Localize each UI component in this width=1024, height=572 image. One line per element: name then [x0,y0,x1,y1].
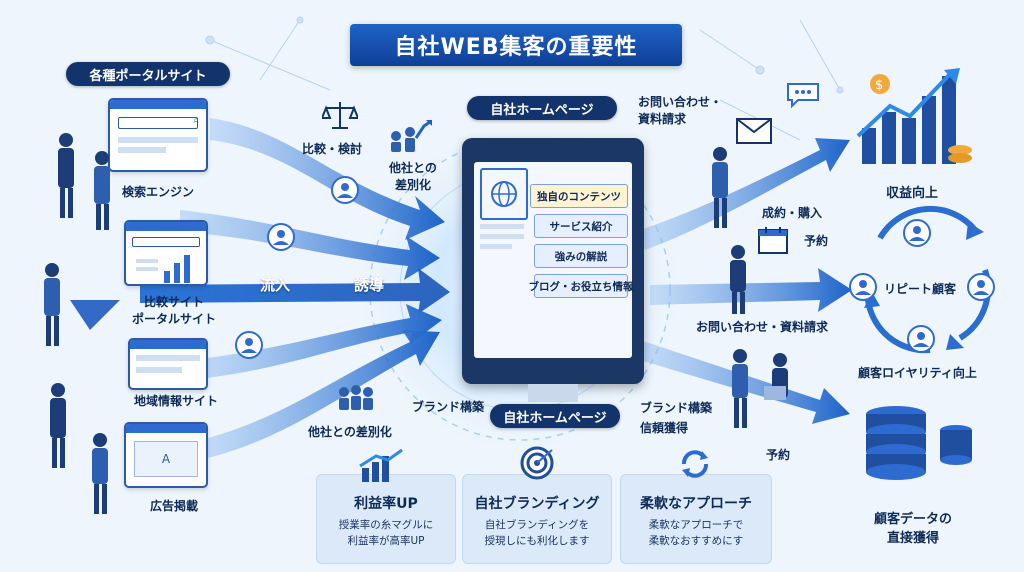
brand-build-right-line1: ブランド構築 [640,401,713,415]
source-label-comparison-line2: ポータルサイト [131,312,216,326]
refresh-icon [682,450,708,478]
source-label-comparison-line1: 比較サイト [143,295,204,309]
brand-build-right: ブランド構築 信頼獲得 [640,398,712,438]
screen-item-service[interactable]: サービス紹介 [534,214,628,238]
differentiation-top-line1: 他社との [389,161,437,175]
differentiation-bottom: 他社との差別化 [308,425,392,439]
contract-label: 成約・購入 [762,206,823,220]
brand-build-left: ブランド構築 [412,400,485,414]
chat-bubble-icon [787,83,819,108]
panel-profit-line1: 授業率の⽷マグルに [338,519,434,531]
outcome-repeat: リピート顧客 [884,282,957,296]
inquiry-top-line1: お問い合わせ・ [638,95,723,109]
growth-chart-icon [359,448,403,482]
compare-label: 比較・検討 [302,142,363,156]
screen-item-blog[interactable]: ブログ・お役立ち情報 [529,274,634,298]
target-icon [520,446,554,480]
homepage-footer: 自社ホームページ [490,404,620,428]
svg-text:$: $ [875,78,883,93]
user-circle-icon [907,325,935,353]
panel-profit-title: 利益率UP [354,496,418,512]
search-engine-browser: ⌕ [108,98,208,172]
user-circle-icon [903,219,931,247]
differentiation-top-line2: 差別化 [394,178,431,192]
inquiry-top-line2: 資料請求 [638,112,687,126]
user-circle-icon [267,223,295,251]
panel-branding-line1: 自社ブランディングを [484,519,590,531]
panel-branding-line2: 授現しにも利化します [484,535,590,547]
brand-build-right-line2: 信頼獲得 [640,421,689,435]
outcome-data-line2: 直接獲得 [886,531,939,546]
panel-profit: 利益率UP 授業率の⽷マグルに 利益率が高率UP [316,474,456,564]
reserve-top: 予約 [804,234,829,248]
panel-branding: 自社ブランディング 自社ブランディングを 授現しにも利化します [462,474,612,564]
flow-in-label: 流入 [260,276,291,294]
calendar-icon [758,227,788,254]
people-illustration-right [712,147,788,428]
reserve-bottom: 予約 [766,448,791,462]
local-site-browser [128,338,208,390]
user-circle-icon [235,331,263,359]
ad-browser: A [124,422,208,488]
source-label-local: 地域情報サイト [134,394,219,408]
people-illustration-left [44,133,110,514]
panel-flexible: 柔軟なアプローチ 柔軟なアプローチで 柔軟なおすすめにす [620,474,772,564]
user-circle-icon [849,273,877,301]
revenue-chart-icon: $ [856,68,972,164]
screen-item-content[interactable]: 独自のコンテンツ [530,184,628,208]
team-icon [339,385,373,410]
homepage-header: 自社ホームページ [467,96,617,120]
panel-flexible-title: 柔軟なアプローチ [640,496,752,512]
outcome-loyalty: 顧客ロイヤリティ向上 [858,366,977,380]
monitor-stand [528,384,578,402]
globe-icon [480,168,528,220]
page-title: 自社WEB集客の重要性 [350,24,682,66]
portal-header: 各種ポータルサイト [66,62,230,86]
inquiry-mid: お問い合わせ・資料請求 [696,320,829,334]
outcome-data: 顧客データの 直接獲得 [858,510,968,548]
scale-icon [322,102,358,129]
source-label-comparison: 比較サイト ポータルサイト [124,294,224,328]
growth-people-icon [391,120,432,152]
panel-profit-line2: 利益率が高率UP [347,535,425,547]
panel-flexible-line1: 柔軟なアプローチで [648,519,744,531]
screen-item-strength[interactable]: 強みの解説 [534,244,628,268]
source-label-search: 検索エンジン [122,185,195,199]
database-icon [866,406,972,480]
monitor: 独自のコンテンツ サービス紹介 強みの解説 ブログ・お役立ち情報 [462,138,644,384]
bar-chart-icon [136,255,190,283]
comparison-site-browser [124,220,208,286]
user-circle-icon [967,273,995,301]
outcome-profit: 収益向上 [886,186,939,201]
monitor-screen: 独自のコンテンツ サービス紹介 強みの解説 ブログ・お役立ち情報 [474,162,634,358]
guide-label: 誘導 [354,276,385,294]
mail-icon [736,118,772,144]
outcome-data-line1: 顧客データの [873,512,952,527]
panel-flexible-line2: 柔軟なおすすめにす [648,535,744,547]
ad-icon: A [134,441,198,477]
user-circle-icon [331,176,359,204]
differentiation-top: 他社との 差別化 [368,160,458,194]
panel-branding-title: 自社ブランディング [474,496,600,512]
inquiry-top: お問い合わせ・ 資料請求 [638,94,722,128]
search-icon: ⌕ [118,115,199,129]
source-label-ad: 広告掲載 [150,499,199,513]
